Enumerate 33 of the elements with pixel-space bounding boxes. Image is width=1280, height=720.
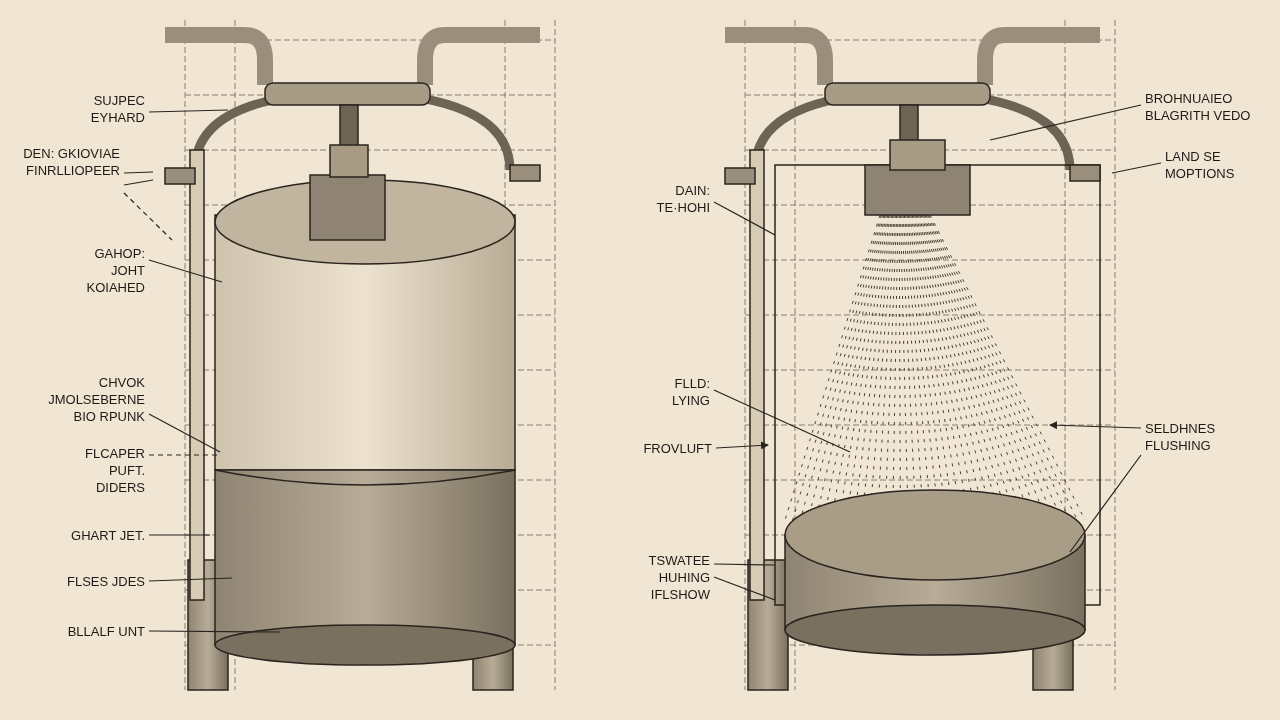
leader-line xyxy=(989,104,1142,141)
leader-line xyxy=(1049,421,1142,430)
leader-line xyxy=(1111,162,1162,174)
leader-line xyxy=(148,630,281,633)
part-label: FROVLUFT xyxy=(630,440,712,457)
part-label: TSWATEE HUHING IFLSHOW xyxy=(620,552,710,603)
part-label: SUJPEC EYHARD xyxy=(60,92,145,126)
part-label: DAIN: TE·HOHI xyxy=(640,182,710,216)
leader-line xyxy=(148,577,233,582)
leader-line xyxy=(148,413,221,453)
part-label: FLCAPER PUFT. DIDERS xyxy=(60,445,145,496)
leader-line xyxy=(123,179,154,186)
leader-line xyxy=(123,192,173,241)
part-label: FLLD: LYING xyxy=(640,375,710,409)
leader-line xyxy=(148,259,223,283)
leader-line xyxy=(148,534,211,536)
part-label: BLLALF UNT xyxy=(30,623,145,640)
part-label: FLSES JDES xyxy=(40,573,145,590)
part-label: SELDHNES FLUSHING xyxy=(1145,420,1245,454)
leader-line xyxy=(715,441,769,450)
part-label: LAND SE MOPTIONS xyxy=(1165,148,1275,182)
leader-line xyxy=(1069,454,1142,553)
leader-line xyxy=(148,109,229,113)
leader-line xyxy=(713,563,776,566)
leader-line xyxy=(713,389,851,453)
leader-line xyxy=(713,201,776,236)
part-label: DEN: GKIOVIAE FINRLLIOPEER xyxy=(15,145,120,179)
part-label: GHART JET. xyxy=(40,527,145,544)
part-label: CHVOK JMOLSEBERNE BIO RPUNK xyxy=(30,374,145,425)
leader-line xyxy=(123,171,154,174)
part-label: GAHOP: JOHT KOIAHED xyxy=(60,245,145,296)
part-label: BROHNUAIEO BLAGRITH VEDO xyxy=(1145,90,1265,124)
leader-line xyxy=(713,576,776,601)
